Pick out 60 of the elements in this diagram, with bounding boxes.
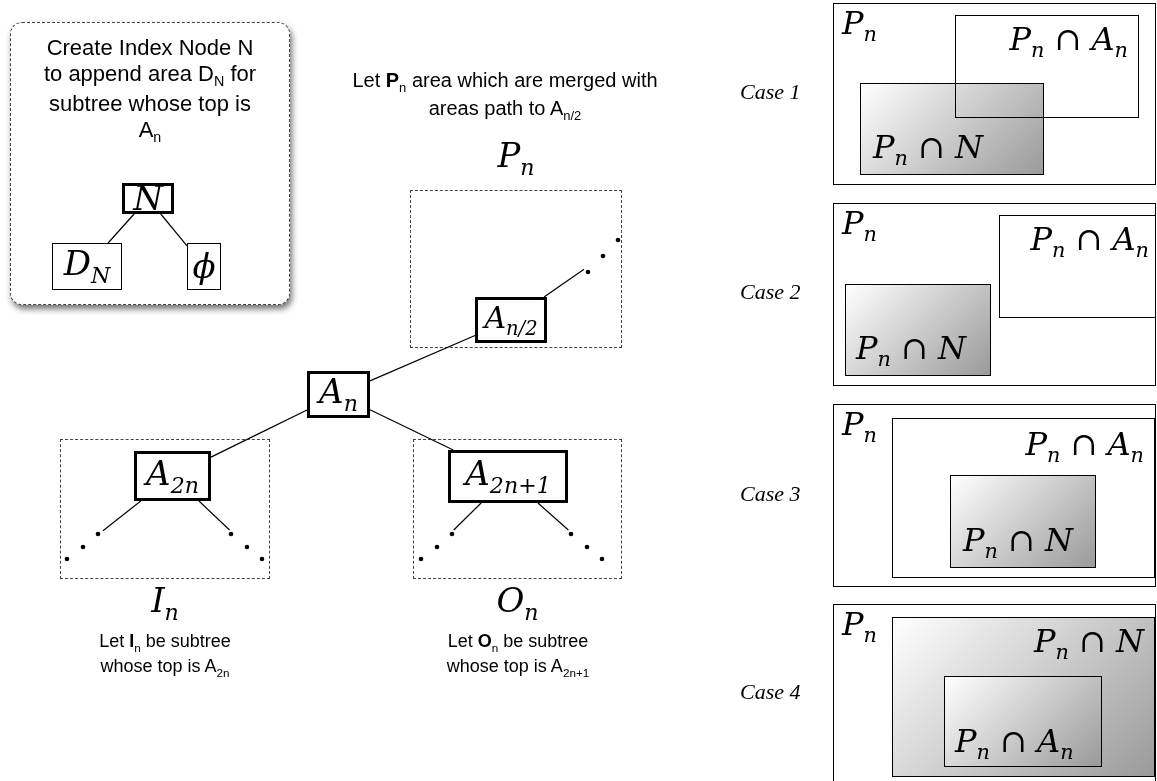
connector-line bbox=[198, 500, 231, 531]
shaded-set-box bbox=[860, 83, 1044, 175]
math-label: P$_{n}$ ∩ N bbox=[873, 129, 984, 170]
ellipsis-dots bbox=[567, 530, 607, 563]
math-label: I$_{n}$ bbox=[149, 582, 180, 625]
math-label: P$_{n}$ ∩ A$_{n}$ bbox=[1030, 222, 1149, 263]
set-box bbox=[955, 15, 1139, 118]
ellipsis-dots bbox=[584, 236, 622, 276]
math-label: O$_{n}$ bbox=[495, 582, 540, 625]
connector-line bbox=[537, 502, 569, 531]
connector-line bbox=[369, 409, 454, 451]
case-label: Case 4 bbox=[740, 680, 801, 705]
math-label: A$_{n/2}$ bbox=[484, 300, 538, 340]
ellipsis-dots bbox=[63, 530, 103, 563]
math-label: P$_{n}$ bbox=[842, 607, 877, 648]
math-label: P$_{n}$ ∩ A$_{n}$ bbox=[1025, 427, 1144, 468]
connector-line bbox=[453, 502, 482, 531]
case-label: Case 3 bbox=[740, 482, 801, 507]
tree-node-box bbox=[134, 451, 211, 501]
case-panel bbox=[833, 404, 1156, 587]
case-panel bbox=[833, 203, 1156, 386]
ellipsis-dots bbox=[417, 530, 457, 563]
math-label: P$_{n}$ ∩ N bbox=[856, 330, 967, 371]
connector-line bbox=[210, 409, 308, 458]
math-label: P$_{n}$ bbox=[842, 6, 877, 47]
tree-node-box bbox=[475, 297, 547, 343]
connector-line bbox=[102, 500, 142, 532]
connector-line bbox=[160, 213, 188, 247]
case-label: Case 1 bbox=[740, 80, 801, 105]
math-label: P$_{n}$ ∩ N bbox=[1033, 624, 1144, 665]
math-label: P$_{n}$ bbox=[496, 137, 536, 180]
case-label: Case 2 bbox=[740, 280, 801, 305]
shaded-set-box bbox=[950, 475, 1096, 568]
note-text: Let P$_{n}$ area which are merged with areas path to A$_{n/2}$ bbox=[351, 68, 659, 125]
area-box bbox=[52, 243, 122, 290]
connector-line bbox=[369, 334, 476, 382]
callout-box bbox=[10, 22, 290, 305]
shaded-set-box bbox=[845, 284, 991, 376]
note-text: Let I$_{n}$ be subtree whose top is A$_{2n}$ bbox=[98, 630, 232, 681]
case-panel bbox=[833, 3, 1156, 185]
ellipsis-dots bbox=[227, 530, 267, 563]
math-label: P$_{n}$ bbox=[842, 407, 877, 448]
math-label: P$_{n}$ ∩ A$_{n}$ bbox=[955, 723, 1074, 764]
note-text: Create Index Node N to append area D$_{N}$ for subtree whose top is A$_{n}$ bbox=[42, 35, 258, 147]
math-label: ϕ bbox=[192, 247, 216, 286]
math-label: P$_{n}$ bbox=[842, 206, 877, 247]
set-box bbox=[892, 418, 1155, 578]
tree-node-box bbox=[448, 450, 568, 503]
connector-line bbox=[543, 268, 585, 298]
math-label: P$_{n}$ ∩ N bbox=[963, 522, 1074, 563]
tree-node-box bbox=[122, 183, 174, 214]
connector-line bbox=[107, 213, 135, 244]
note-text: Let O$_{n}$ be subtree whose top is A$_{2n+1}$ bbox=[445, 630, 591, 681]
set-box bbox=[999, 215, 1156, 318]
shaded-set-box bbox=[892, 617, 1155, 777]
math-label: P$_{n}$ ∩ A$_{n}$ bbox=[1009, 22, 1128, 63]
case-panel bbox=[833, 604, 1156, 781]
tree-node-box bbox=[307, 371, 370, 418]
shaded-set-box bbox=[944, 676, 1102, 767]
math-label: D$_{N}$ bbox=[63, 245, 111, 288]
